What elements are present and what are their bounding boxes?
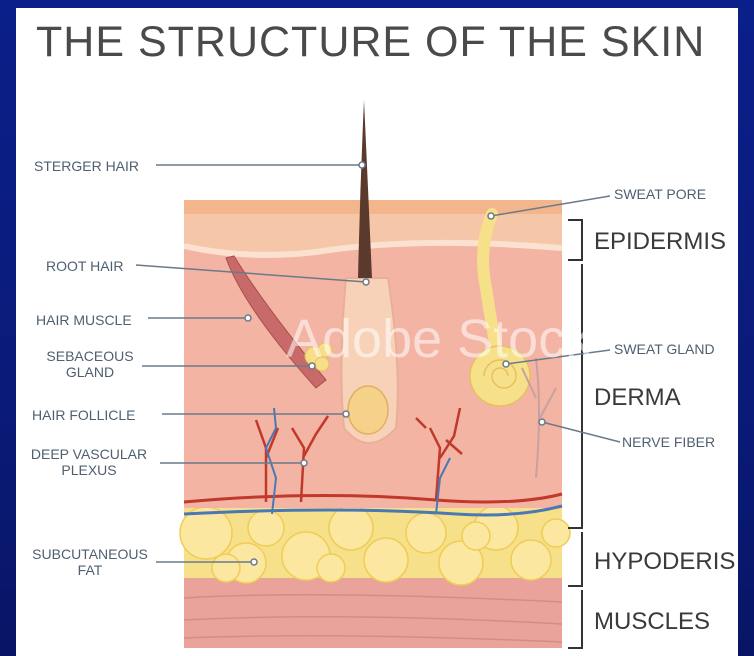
diagram-card: THE STRUCTURE OF THE SKIN bbox=[16, 8, 738, 656]
label-subcutaneous-fat: SUBCUTANEOUS FAT bbox=[24, 546, 156, 578]
label-hair-follicle: HAIR FOLLICLE bbox=[32, 407, 135, 423]
layer-derma: DERMA bbox=[594, 384, 681, 412]
label-sweat-gland: SWEAT GLAND bbox=[614, 341, 715, 357]
label-sebaceous-line2: GLAND bbox=[40, 364, 140, 380]
label-fat-line1: SUBCUTANEOUS bbox=[24, 546, 156, 562]
hair-bulb bbox=[348, 386, 388, 434]
label-plexus-line1: DEEP VASCULAR bbox=[24, 446, 154, 462]
label-deep-vascular-plexus: DEEP VASCULAR PLEXUS bbox=[24, 446, 154, 478]
layer-hypodermis: HYPODERIS bbox=[594, 548, 735, 576]
label-plexus-line2: PLEXUS bbox=[24, 462, 154, 478]
label-hair-muscle: HAIR MUSCLE bbox=[36, 312, 132, 328]
label-sterger-hair: STERGER HAIR bbox=[34, 158, 139, 174]
epidermis-top bbox=[184, 200, 562, 214]
label-sweat-pore: SWEAT PORE bbox=[614, 186, 706, 202]
muscle-layer bbox=[184, 576, 562, 648]
label-nerve-fiber: NERVE FIBER bbox=[622, 434, 715, 450]
hair-shaft bbox=[358, 100, 372, 278]
label-fat-line2: FAT bbox=[24, 562, 156, 578]
layer-epidermis: EPIDERMIS bbox=[594, 228, 726, 256]
label-root-hair: ROOT HAIR bbox=[46, 258, 124, 274]
layer-brackets bbox=[568, 220, 582, 648]
layer-muscles: MUSCLES bbox=[594, 608, 710, 636]
label-sebaceous-line1: SEBACEOUS bbox=[40, 348, 140, 364]
watermark: Adobe Stock bbox=[286, 308, 592, 370]
label-sebaceous-gland: SEBACEOUS GLAND bbox=[40, 348, 140, 380]
